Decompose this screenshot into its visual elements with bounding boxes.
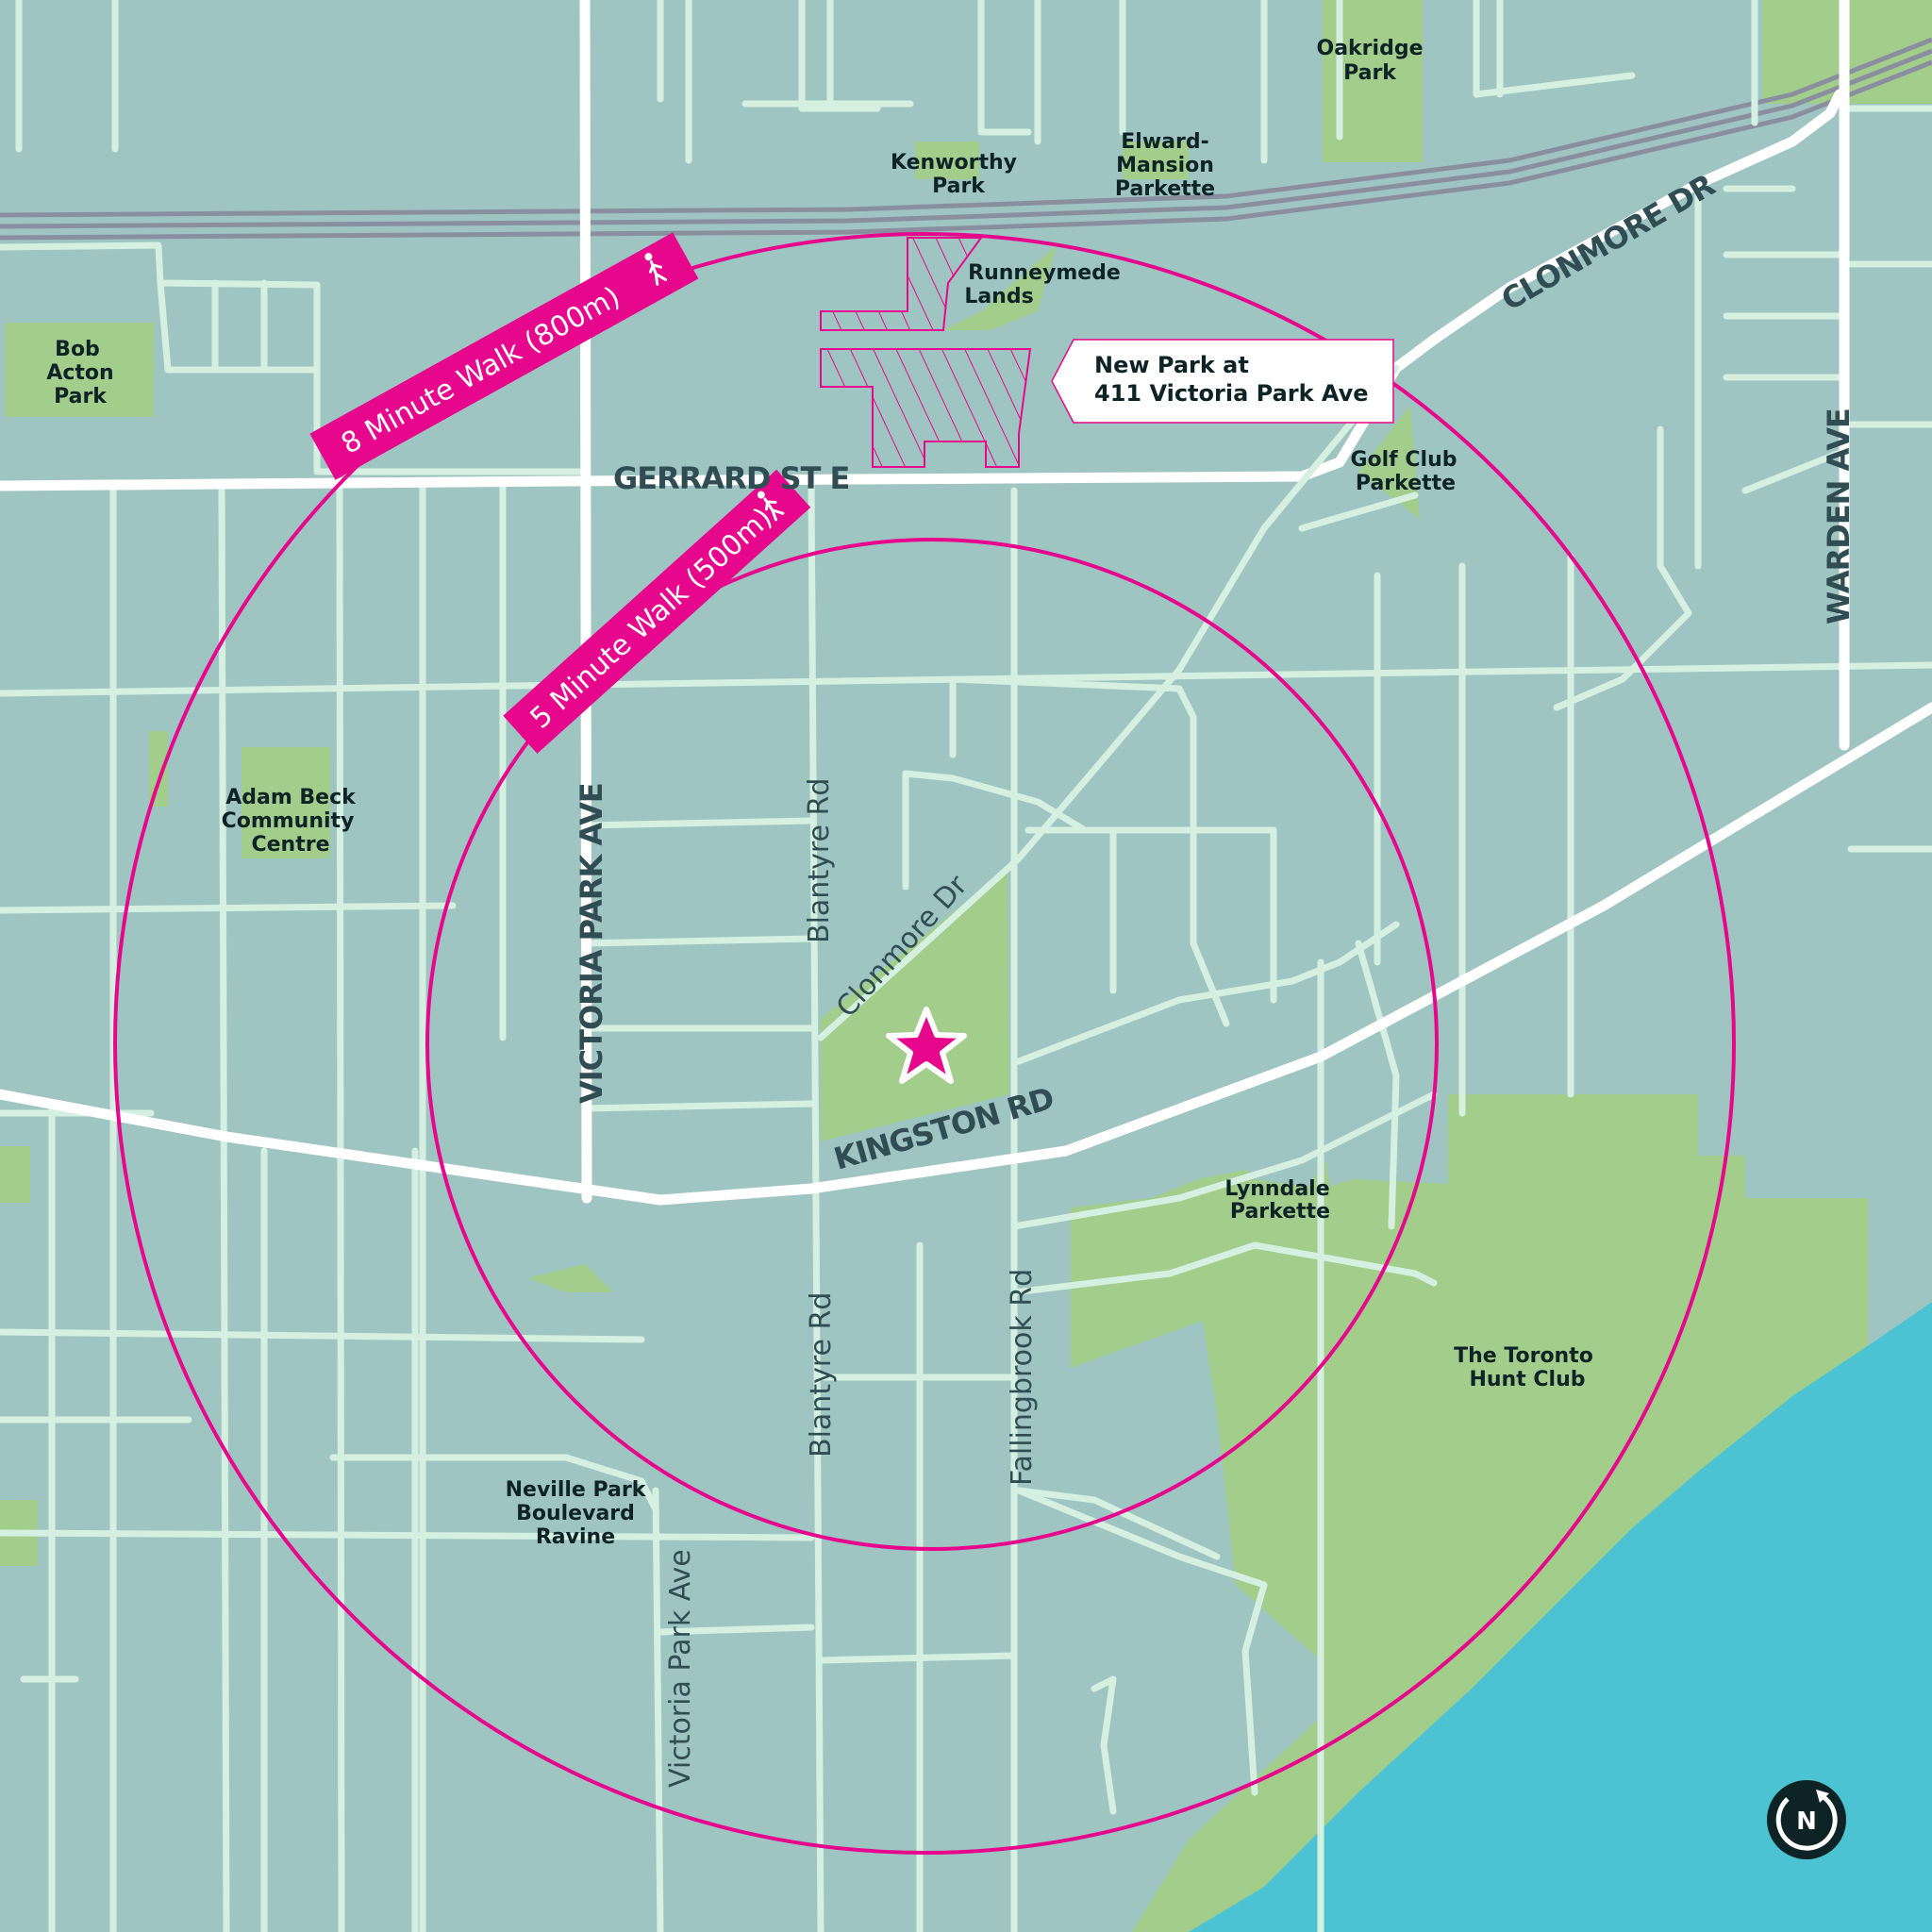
label-hunt-club-1: The Toronto	[1454, 1344, 1593, 1368]
label-elward-2: Mansion	[1116, 154, 1214, 177]
label-lynndale-1: Lynndale	[1224, 1177, 1329, 1201]
golf-club-parkette-area	[1358, 406, 1420, 519]
label-kenworthy-2: Park	[932, 175, 986, 198]
label-runnymede-2: Lands	[964, 285, 1033, 308]
runnymede-south-parcel	[820, 348, 1032, 468]
runnymede-north-parcel	[820, 237, 983, 331]
victoria-park-ave-road	[579, 0, 592, 1204]
label-oakridge-2: Park	[1343, 61, 1397, 85]
runnymede-green	[943, 245, 1057, 330]
label-gerrard: GERRARD ST E	[613, 460, 849, 496]
toronto-hunt-club-area	[1071, 1094, 1868, 1932]
label-neville-3: Ravine	[536, 1525, 615, 1549]
label-neville-2: Boulevard	[516, 1502, 635, 1525]
victoria-park-new-site	[821, 868, 1009, 1141]
pedestrian-icon	[757, 491, 785, 522]
lake-ontario	[1189, 1302, 1932, 1932]
label-blantyre-north: Blantyre Rd	[803, 778, 836, 943]
pedestrian-icon	[644, 253, 667, 286]
walk-rings	[113, 232, 1736, 1855]
label-bob-acton-3: Park	[54, 385, 108, 408]
compass-letter: N	[1796, 1807, 1817, 1836]
star-icon	[886, 1007, 967, 1084]
kenworthy-park-area	[915, 142, 979, 179]
label-bob-acton-2: Acton	[46, 361, 113, 385]
label-victoria-park-major: VICTORIA PARK AVE	[574, 783, 609, 1104]
label-adam-beck-3: Centre	[251, 833, 329, 857]
label-victoria-park-minor: Victoria Park Ave	[664, 1549, 697, 1788]
park-w-1	[0, 1146, 30, 1203]
clonmore-dr-minor-road	[817, 364, 1400, 1041]
ring-800m	[113, 232, 1736, 1855]
bob-acton-park-area	[5, 323, 154, 417]
label-oakridge-1: Oakridge	[1317, 37, 1424, 60]
callout-line-2: 411 Victoria Park Ave	[1094, 380, 1369, 407]
label-runnymede-1: Runneymede	[968, 261, 1121, 285]
railway	[0, 37, 1932, 241]
label-elward-1: Elward-	[1121, 130, 1208, 154]
kingston-rd-road	[0, 702, 1932, 1206]
label-neville-1: Neville Park	[506, 1478, 647, 1502]
new-park-site	[820, 237, 1032, 468]
callout-line-1: New Park at	[1094, 352, 1249, 378]
adam-beck-strip	[149, 731, 168, 807]
label-blantyre-south: Blantyre Rd	[805, 1292, 838, 1457]
label-adam-beck-1: Adam Beck	[225, 786, 357, 809]
new-park-callout: New Park at 411 Victoria Park Ave	[1051, 339, 1394, 424]
arrowhead-icon	[1816, 1790, 1829, 1803]
label-fallingbrook: Fallingbrook Rd	[1006, 1269, 1039, 1486]
park-labels: Oakridge Park Kenworthy Park Elward- Man…	[46, 37, 1593, 1549]
rotate-arrow-icon	[1775, 1794, 1838, 1851]
label-golf-club-1: Golf Club	[1350, 448, 1457, 472]
major-roads	[0, 0, 1932, 1206]
label-hunt-club-2: Hunt Club	[1469, 1368, 1585, 1391]
neville-park-area	[528, 1264, 613, 1292]
label-bob-acton-1: Bob	[55, 338, 100, 361]
label-lynndale-2: Parkette	[1230, 1200, 1330, 1224]
label-kenworthy-1: Kenworthy	[891, 151, 1017, 175]
compass-north-button[interactable]: N	[1767, 1780, 1846, 1859]
adam-beck-area	[242, 747, 330, 858]
label-adam-beck-2: Community	[222, 809, 355, 833]
ring-500m	[425, 538, 1439, 1551]
label-elward-3: Parkette	[1115, 177, 1215, 201]
elward-park-area	[1123, 142, 1189, 179]
label-warden: WARDEN AVE	[1821, 408, 1857, 625]
gerrard-st-e-road	[0, 89, 1845, 491]
label-golf-club-2: Parkette	[1356, 472, 1456, 495]
